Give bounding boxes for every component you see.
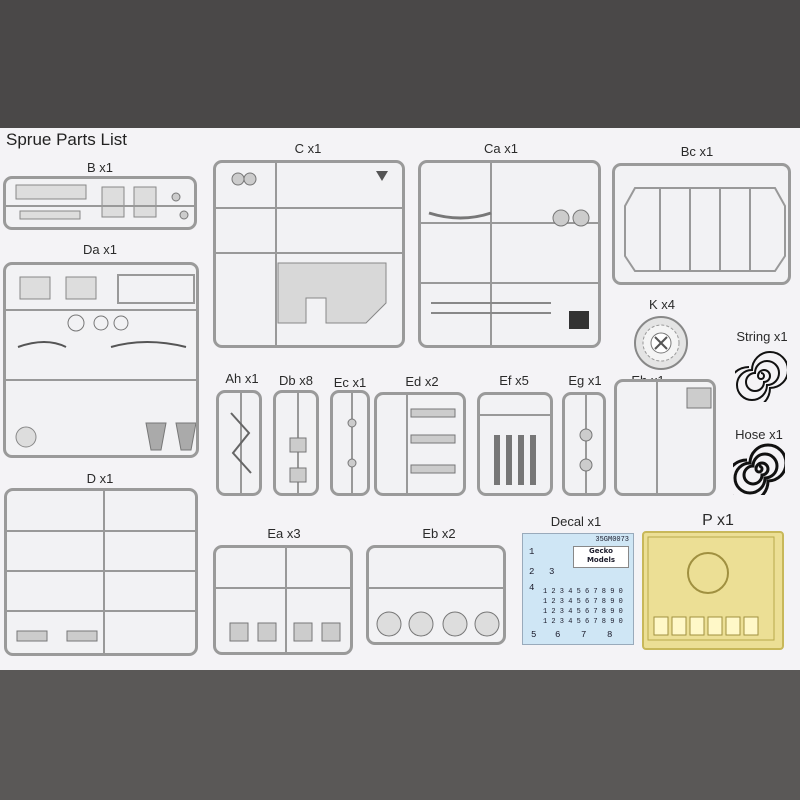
sprue-ef-parts xyxy=(480,414,550,485)
decal-num-8: 8 xyxy=(607,630,613,640)
decal-code: 35GM0073 xyxy=(595,536,629,544)
decal-digits-3: 1 2 3 4 5 6 7 8 9 0 xyxy=(543,608,623,616)
label-decal: Decal x1 xyxy=(550,514,602,529)
decal-num-3: 3 xyxy=(549,567,555,577)
hose-spiral-icon xyxy=(733,443,785,495)
sprue-c xyxy=(213,160,405,348)
label-bc: Bc x1 xyxy=(680,144,714,159)
sprue-ea-parts xyxy=(216,548,350,652)
sprue-d-parts xyxy=(7,491,195,653)
sprue-ed-parts xyxy=(406,395,456,493)
sprue-da-parts xyxy=(6,274,196,451)
decal-num-2: 2 xyxy=(529,567,535,577)
label-hose: Hose x1 xyxy=(735,427,783,442)
label-d: D x1 xyxy=(86,471,114,486)
sprue-ah-parts xyxy=(230,393,252,493)
sprue-db-parts xyxy=(289,393,307,493)
sprue-bc xyxy=(612,163,791,285)
background-surface xyxy=(0,670,800,800)
decal-sheet: 35GM0073 Gecko Models 1 2 3 4 1 2 3 4 5 … xyxy=(522,533,634,645)
label-c: C x1 xyxy=(294,141,322,156)
sprue-bc-parts xyxy=(624,187,786,272)
decal-logo-line1: Gecko xyxy=(589,547,613,555)
label-ec: Ec x1 xyxy=(333,375,367,390)
sprue-ef xyxy=(477,392,553,496)
label-ah: Ah x1 xyxy=(225,371,259,386)
label-string: String x1 xyxy=(736,329,788,344)
sprue-ca-parts xyxy=(421,163,598,345)
sprue-ah xyxy=(216,390,262,496)
photo-etch-parts xyxy=(647,536,775,641)
sprue-da xyxy=(3,262,199,458)
sprue-ec xyxy=(330,390,370,496)
sprue-db xyxy=(273,390,319,496)
label-b: B x1 xyxy=(86,160,114,175)
label-eg: Eg x1 xyxy=(568,373,602,388)
decal-logo-line2: Models xyxy=(586,556,616,564)
decal-digits-1: 1 2 3 4 5 6 7 8 9 0 xyxy=(543,588,623,596)
decal-num-1: 1 xyxy=(529,547,535,557)
decal-num-6: 6 xyxy=(555,630,561,640)
label-eb: Eb x2 xyxy=(422,526,456,541)
sprue-eg-parts xyxy=(579,395,593,493)
sprue-ea xyxy=(213,545,353,655)
label-ca: Ca x1 xyxy=(484,141,518,156)
sprue-eh xyxy=(614,379,716,496)
sprue-d xyxy=(4,488,198,656)
decal-logo: Gecko Models xyxy=(573,546,629,568)
sprue-b-parts xyxy=(6,184,194,220)
page-title: Sprue Parts List xyxy=(6,130,127,149)
sprue-eg xyxy=(562,392,606,496)
tire-icon xyxy=(634,316,688,370)
label-da: Da x1 xyxy=(83,242,117,257)
photo-etch-fret xyxy=(642,531,784,650)
decal-digits-4: 1 2 3 4 5 6 7 8 9 0 xyxy=(543,618,623,626)
label-ea: Ea x3 xyxy=(267,526,301,541)
label-db: Db x8 xyxy=(279,373,313,388)
sprue-eb-parts xyxy=(369,587,503,637)
decal-num-5: 5 xyxy=(531,630,537,640)
label-ed: Ed x2 xyxy=(405,374,439,389)
sprue-ed xyxy=(374,392,466,496)
sprue-ec-parts xyxy=(347,393,357,493)
sprue-c-parts xyxy=(216,163,402,345)
sprue-b xyxy=(3,176,197,230)
decal-digits-2: 1 2 3 4 5 6 7 8 9 0 xyxy=(543,598,623,606)
decal-num-7: 7 xyxy=(581,630,587,640)
sprue-eh-parts xyxy=(656,382,712,493)
label-p: P x1 xyxy=(702,512,734,529)
string-spiral-icon xyxy=(735,351,787,402)
sprue-eb xyxy=(366,545,506,645)
wheel-k xyxy=(633,315,689,371)
sprue-ca xyxy=(418,160,601,348)
label-ef: Ef x5 xyxy=(499,373,529,388)
label-k: K x4 xyxy=(648,297,676,312)
decal-num-4: 4 xyxy=(529,583,535,593)
